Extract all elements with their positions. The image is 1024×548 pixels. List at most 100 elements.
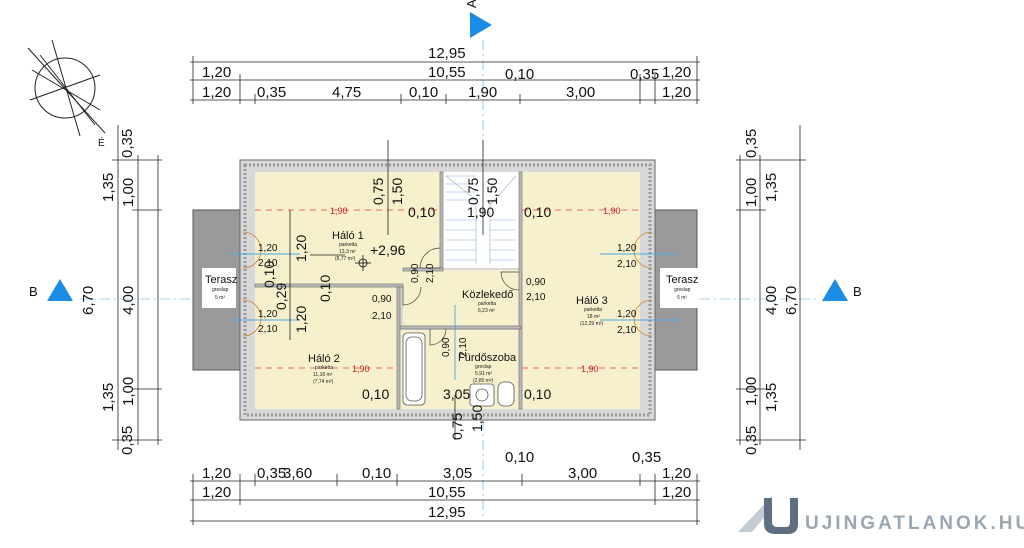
door-3-height: 2,10 [425, 263, 436, 283]
door-1-width: 0,90 [372, 294, 392, 305]
room-furdoszoba-floor-type: greslap [475, 364, 492, 370]
door-1-height: 2,10 [372, 311, 392, 322]
inner-dim-wall-v1: 0,10 [261, 261, 277, 288]
top-row3-dim-4: 0,10 [409, 84, 438, 101]
bottom-dimensions [190, 474, 700, 525]
inner-dim-stair: 1,90 [467, 204, 494, 220]
top-row3-dim-3: 4,75 [332, 84, 361, 101]
watermark-logo: UJINGATLANOK.HU [738, 496, 1024, 534]
left-outer-dim-6: 0,35 [119, 426, 136, 455]
interior-walls [254, 171, 523, 410]
inner-dim-v2-bottom: 1,50 [469, 405, 485, 432]
room-halo-2-area-net: (7,74 m²) [313, 379, 334, 385]
top-row3-dim-6: 3,00 [566, 84, 595, 101]
top-row3-dim-7: 1,20 [662, 84, 691, 101]
left-outer-dim-4: 4,00 [120, 286, 137, 315]
room-furdoszoba-area-net: (2,80 m²) [473, 378, 494, 384]
leader-lines [289, 140, 484, 440]
left-inner-dim-1: 1,00 [120, 178, 137, 207]
inner-dim-wall-2: 0,10 [524, 204, 551, 220]
door-4-height: 2,10 [458, 337, 469, 357]
bottom-row1-dim-8: 0,35 [632, 449, 661, 466]
room-kozlekedo-name: Közlekedő [462, 289, 513, 301]
left-outer-dim-1: 0,35 [119, 129, 136, 158]
window-axis-lines [230, 253, 680, 380]
room-halo-3-name: Háló 3 [576, 295, 608, 307]
left-inner-dim-3: 1,00 [120, 377, 137, 406]
terrace-left-name: Terasz [205, 274, 237, 286]
terrace-right-area: 5 m² [677, 295, 687, 301]
room-halo-2-floor-type: parketta [315, 365, 333, 371]
right-outer-dim-3: 6,70 [783, 286, 800, 315]
door-2-width: 0,90 [526, 277, 546, 288]
top-row3-dim-5: 1,90 [468, 84, 497, 101]
bottom-row1-dim-9: 1,20 [662, 465, 691, 482]
terrace-right-floor: greslap [674, 287, 691, 293]
bottom-row2-dim-2: 10,55 [428, 484, 466, 501]
room-kozlekedo-floor-type: parketta [478, 301, 496, 307]
room-halo-3-area: 18 m² [587, 314, 600, 320]
inner-dim-v1-bottom: 0,75 [449, 413, 465, 440]
top-total-dim: 12,95 [428, 45, 466, 62]
section-b-left-label: B [29, 284, 38, 299]
room-halo-1-area: 13,3 m² [339, 249, 356, 255]
door-swings [402, 247, 520, 346]
terrace-left-area: 5 m² [215, 295, 225, 301]
room-furdoszoba-area: 5,91 m² [475, 371, 492, 377]
top-row3-dim-1: 1,20 [202, 84, 231, 101]
section-b-right-arrow [822, 279, 848, 301]
inner-dim-v1-left: 0,75 [370, 178, 386, 205]
window-3-width: 1,20 [617, 243, 637, 254]
bottom-row2-dim-1: 1,20 [202, 484, 231, 501]
north-arrow: É [27, 39, 106, 149]
top-dimensions [190, 56, 700, 104]
height-label-4: 1,90 [581, 364, 599, 374]
inner-dim-wall-3: 0,10 [362, 386, 389, 402]
door-4-width: 0,90 [441, 337, 452, 357]
window-4-width: 1,20 [617, 309, 637, 320]
height-label-1: 1,90 [330, 206, 348, 216]
bottom-row1-dim-1: 1,20 [202, 465, 231, 482]
sink-icon [469, 381, 515, 407]
right-inner-dim-1: 1,00 [743, 178, 760, 207]
inner-dim-bath: 3,05 [443, 386, 470, 402]
room-halo-2-area: 11,16 m² [313, 372, 333, 378]
left-outer-dim-2: 1,35 [100, 173, 117, 202]
right-outer-dim-6: 0,35 [743, 426, 760, 455]
bottom-row2-dim-3: 1,20 [662, 484, 691, 501]
room-halo-1-name: Háló 1 [332, 230, 364, 242]
room-kozlekedo-floor [403, 270, 520, 327]
room-halo-2-floor [255, 287, 397, 409]
watermark-text: UJINGATLANOK.HU [805, 513, 1024, 534]
room-halo-3-floor-type: parketta [584, 307, 602, 313]
bottom-total-dim: 12,95 [428, 504, 466, 521]
left-outer-dim-3: 6,70 [80, 286, 97, 315]
door-3-width: 0,90 [410, 263, 421, 283]
window-3-height: 2,10 [617, 259, 637, 270]
room-halo-1-area-net: (8,77 m²) [335, 256, 356, 262]
section-a-label: A [464, 0, 479, 8]
north-label: É [98, 136, 105, 149]
room-halo-1-floor-type: parketta [339, 242, 357, 248]
terrace-left-floor: greslap [212, 287, 229, 293]
right-inner-dim-3: 1,00 [743, 377, 760, 406]
height-label-2: 1,90 [603, 206, 621, 216]
top-row2-dim-3: 0,10 [505, 66, 534, 83]
bottom-row1-dim-5: 3,05 [443, 465, 472, 482]
room-halo-2-name: Háló 2 [308, 353, 340, 365]
bottom-row1-dim-3: 3,60 [283, 465, 312, 482]
door-2-height: 2,10 [526, 292, 546, 303]
inner-dim-wall-4: 0,10 [524, 386, 551, 402]
window-1-width: 1,20 [258, 243, 278, 254]
height-lines [255, 209, 640, 369]
bottom-row1-dim-6: 0,10 [505, 449, 534, 466]
inner-dim-029: 0,29 [273, 283, 289, 310]
level-label: +2,96 [370, 242, 406, 258]
top-row2-dim-2: 10,55 [428, 64, 466, 81]
top-row3-dim-2: 0,35 [257, 84, 286, 101]
bathtub-icon [402, 332, 426, 406]
window-markers [242, 231, 653, 337]
right-outer-dim-4: 4,00 [763, 286, 780, 315]
inner-dim-v1-stair: 0,75 [465, 178, 481, 205]
